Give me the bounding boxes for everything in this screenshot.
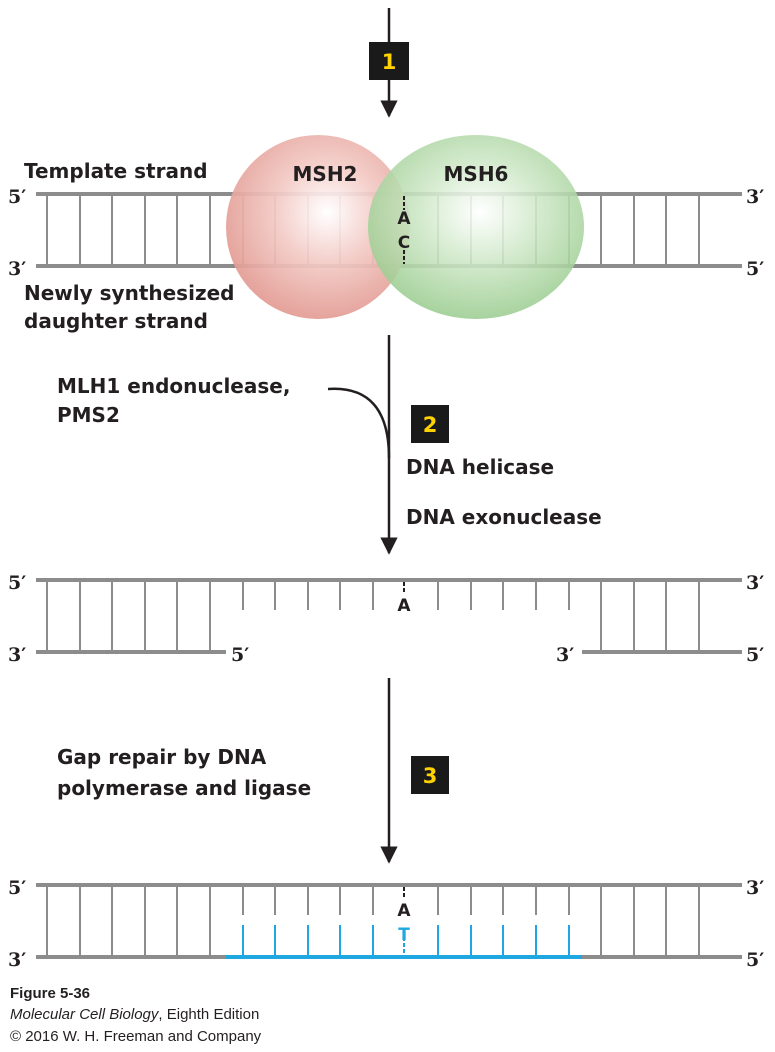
mlh1-label-1: MLH1 endonuclease,	[57, 374, 290, 398]
book-title: Molecular Cell Biology, Eighth Edition	[10, 1006, 260, 1023]
svg-text:1: 1	[382, 50, 397, 74]
gap-base-top: A	[397, 596, 411, 616]
msh2-protein: MSH2	[226, 135, 410, 319]
step2-badge: 2	[411, 405, 449, 443]
p1-five-prime-bottom: 5′	[746, 258, 764, 280]
msh6-label: MSH6	[444, 162, 509, 186]
mismatch-pair: A C	[397, 196, 411, 264]
p3-three-prime-bottom: 3′	[8, 949, 26, 971]
step1-badge: 1	[369, 42, 409, 80]
p2-three-prime-bottom: 3′	[8, 644, 26, 666]
p1-five-prime-top: 5′	[8, 186, 26, 208]
p2-five-prime-bottom: 5′	[746, 644, 764, 666]
step3-badge: 3	[411, 756, 449, 794]
dna-duplex-repaired: A T	[36, 883, 742, 959]
figure-number: Figure 5-36	[10, 985, 91, 1002]
p2-five-prime-top: 5′	[8, 572, 26, 594]
msh2-label: MSH2	[293, 162, 358, 186]
p3-five-prime-bottom: 5′	[746, 949, 764, 971]
mlh1-label-2: PMS2	[57, 403, 120, 427]
repaired-base-bottom: T	[398, 925, 410, 945]
gap-repair-label-2: polymerase and ligase	[57, 776, 311, 800]
exonuclease-label: DNA exonuclease	[406, 505, 602, 529]
svg-text:3: 3	[423, 764, 438, 788]
daughter-strand-label-2: daughter strand	[24, 309, 208, 333]
p1-three-prime-top: 3′	[746, 186, 764, 208]
helicase-label: DNA helicase	[406, 455, 554, 479]
dna-duplex-gapped: A	[36, 578, 742, 654]
rungs-panel3	[46, 885, 700, 957]
svg-text:2: 2	[423, 413, 438, 437]
p1-three-prime-bottom: 3′	[8, 258, 26, 280]
p3-three-prime-top: 3′	[746, 877, 764, 899]
p2-five-prime-gap: 5′	[231, 644, 249, 666]
copyright-line: © 2016 W. H. Freeman and Company	[10, 1028, 262, 1045]
msh6-protein: MSH6	[368, 135, 584, 319]
daughter-strand-label-1: Newly synthesized	[24, 281, 234, 305]
gap-repair-label-1: Gap repair by DNA	[57, 745, 267, 769]
rungs-panel2	[46, 580, 700, 652]
step2-arrow	[327, 335, 398, 555]
mismatch-base-bottom: C	[398, 233, 410, 253]
template-strand-label: Template strand	[24, 159, 208, 183]
mismatch-base-top: A	[397, 209, 411, 229]
mlh1-join-curve	[327, 387, 391, 459]
p2-three-prime-gap: 3′	[556, 644, 574, 666]
repaired-base-top: A	[397, 901, 411, 921]
p3-five-prime-top: 5′	[8, 877, 26, 899]
p2-three-prime-top: 3′	[746, 572, 764, 594]
